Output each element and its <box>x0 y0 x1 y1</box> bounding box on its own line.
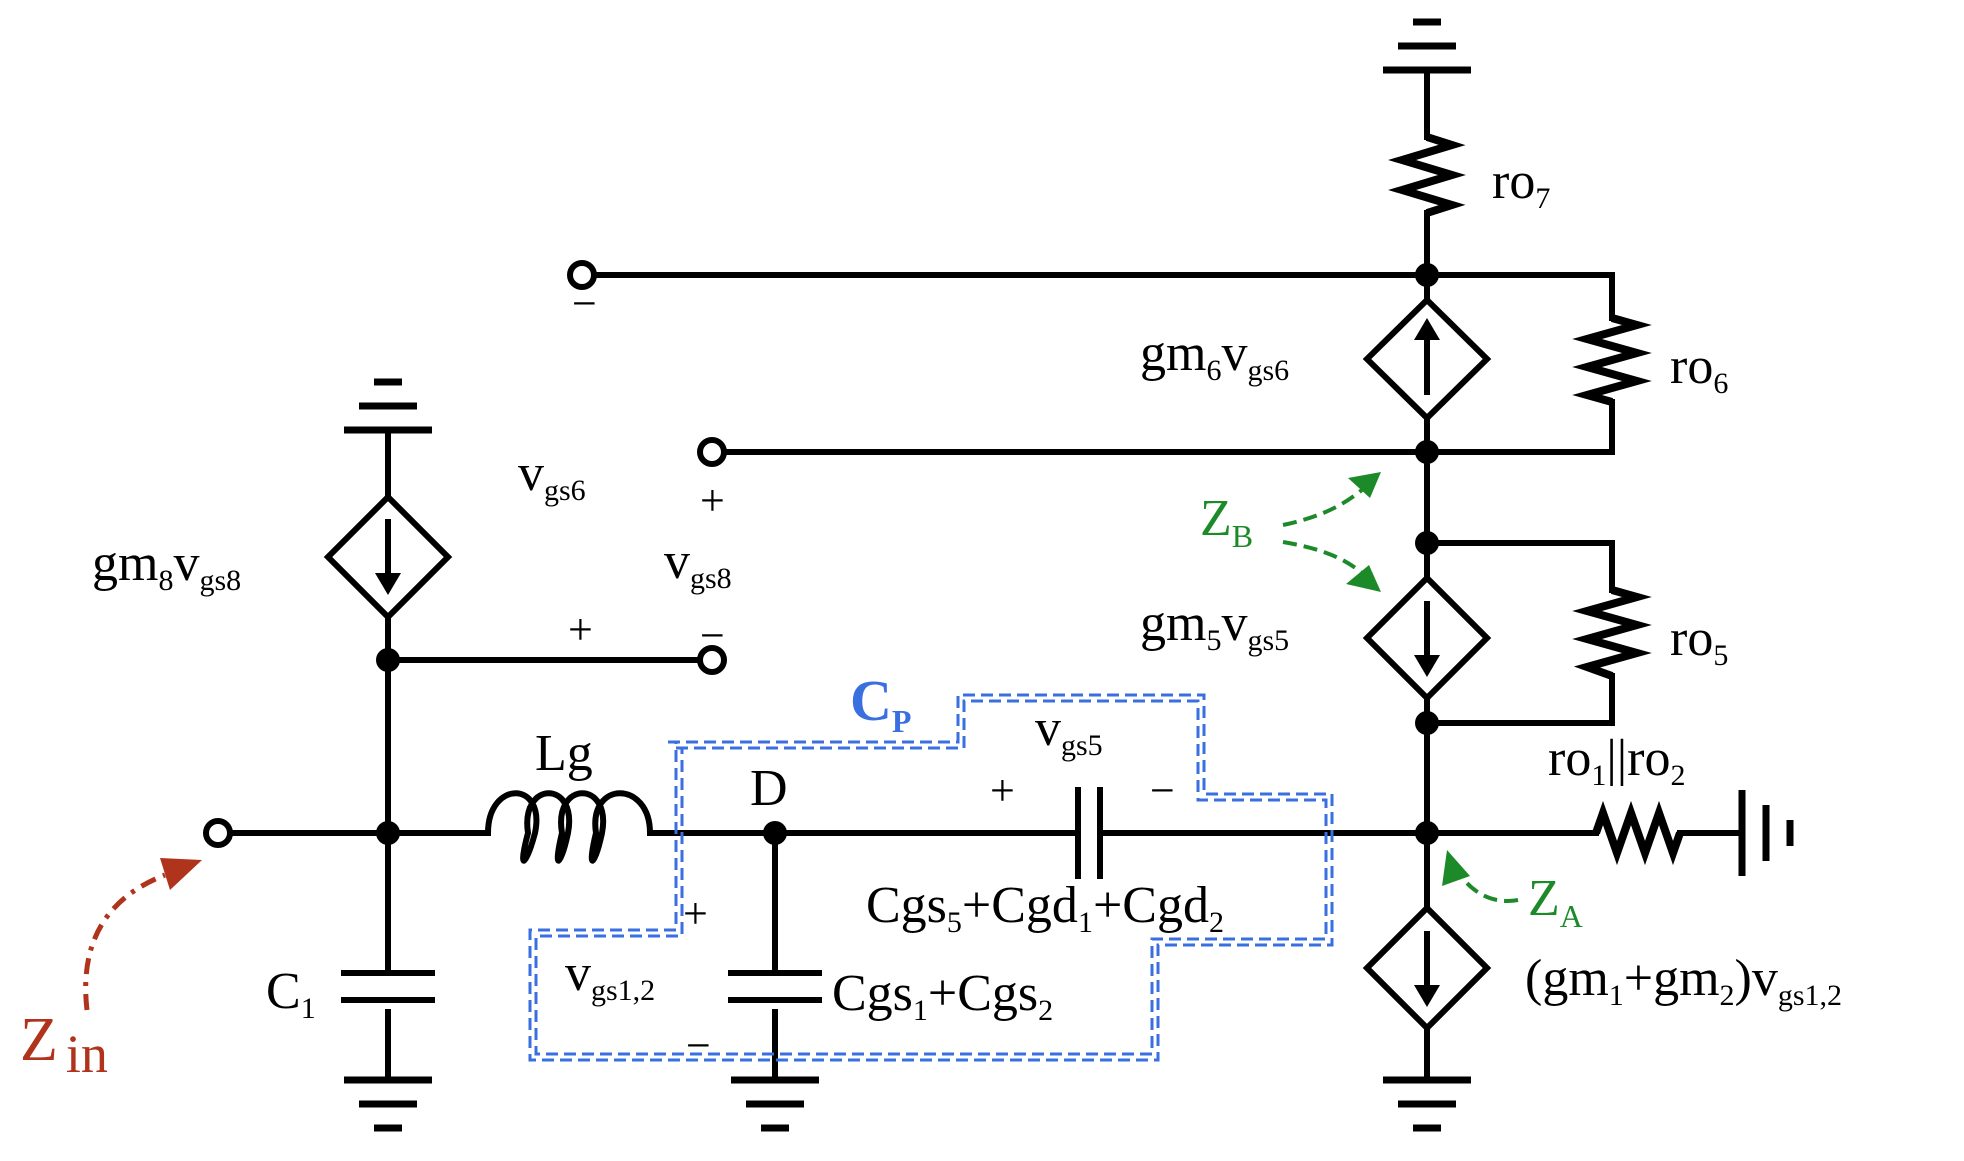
zb-arrowhead-down-icon <box>1346 565 1381 592</box>
nodes <box>376 263 1439 845</box>
inductor-lg <box>484 790 654 864</box>
node-dot <box>1415 821 1439 845</box>
ground-cgs12-icon <box>731 1076 819 1132</box>
ground-gm12-icon <box>1383 1076 1471 1132</box>
sign-vgs5-plus: + <box>990 766 1015 815</box>
resistor-ro5 <box>1572 586 1652 680</box>
sign-vgs5-minus: − <box>1150 766 1175 815</box>
sign-vgs12-minus: − <box>686 1021 711 1070</box>
terminal-vgs6-minus <box>567 260 597 290</box>
arrowhead-down-icon <box>375 573 401 595</box>
node-dot <box>1415 531 1439 555</box>
ground-c1-icon <box>344 1076 432 1132</box>
arrowhead-up-icon <box>1414 318 1440 340</box>
node-dot <box>1415 711 1439 735</box>
sign-vgs12-plus: + <box>683 889 708 938</box>
resistors <box>1388 133 1684 866</box>
zb-arrow-down <box>1282 540 1370 580</box>
capacitors <box>341 787 1103 1003</box>
labels: ro7 ro6 ro5 ro1||ro2 gm6vgs6 gm5vgs5 gm8… <box>20 153 1842 1084</box>
sign-vgs6-plus: + <box>700 476 725 525</box>
node-d-dot <box>763 821 787 845</box>
label-gm8: gm8vgs8 <box>92 535 241 597</box>
label-gm5: gm5vgs5 <box>1140 595 1289 657</box>
label-ro12: ro1||ro2 <box>1548 730 1685 792</box>
terminal-vgs6-plus <box>697 437 727 467</box>
sign-vgs6-minus: − <box>572 279 597 328</box>
ground-right-icon <box>1738 790 1794 876</box>
arrowhead-down-icon <box>1414 655 1440 677</box>
arrows <box>83 472 1519 1011</box>
label-za: ZA <box>1528 870 1583 934</box>
node-dot <box>1415 263 1439 287</box>
label-ro6: ro6 <box>1670 338 1728 400</box>
resistor-ro12 <box>1592 800 1684 866</box>
sign-vgs8-plus: + <box>568 605 593 654</box>
label-ro5: ro5 <box>1670 610 1728 672</box>
zin-arrow <box>83 872 166 1011</box>
ground-gm8-icon <box>344 378 432 434</box>
arrowhead-down-icon <box>1414 985 1440 1007</box>
zb-arrowhead-up-icon <box>1348 472 1381 498</box>
label-cgs12: Cgs1+Cgs2 <box>832 965 1053 1027</box>
resistor-ro7 <box>1388 133 1466 217</box>
label-c1: C1 <box>266 963 316 1025</box>
wires <box>225 67 1745 1083</box>
za-arrowhead-icon <box>1442 850 1470 886</box>
label-gm12: (gm1+gm2)vgs1,2 <box>1525 950 1842 1012</box>
label-lg: Lg <box>535 725 593 782</box>
label-vgs8: vgs8 <box>664 533 732 595</box>
zin-arrowhead-icon <box>160 858 202 890</box>
terminal-input <box>203 818 233 848</box>
terminals <box>203 260 727 848</box>
label-cgs5: Cgs5+Cgd1+Cgd2 <box>866 877 1224 939</box>
sign-vgs8-minus: − <box>700 611 725 660</box>
label-ro7: ro7 <box>1492 153 1550 215</box>
resistor-ro6 <box>1572 314 1652 406</box>
label-vgs5: vgs5 <box>1035 700 1103 762</box>
inductor-coil <box>484 790 654 864</box>
label-node-d: D <box>750 760 788 817</box>
label-vgs12: vgs1,2 <box>565 945 655 1007</box>
dependent-sources <box>323 295 1492 1033</box>
terminal-vgs8-minus <box>697 645 727 675</box>
label-gm6: gm6vgs6 <box>1140 325 1289 387</box>
label-zb: ZB <box>1200 490 1253 554</box>
label-vgs6: vgs6 <box>518 445 586 507</box>
node-dot <box>376 821 400 845</box>
grounds <box>344 18 1794 1132</box>
node-dot <box>376 648 400 672</box>
ground-top-icon <box>1383 18 1471 74</box>
label-cp: CP <box>850 668 911 739</box>
node-dot <box>1415 440 1439 464</box>
zb-arrow-up <box>1282 483 1370 527</box>
cp-boundary <box>528 693 1334 1062</box>
